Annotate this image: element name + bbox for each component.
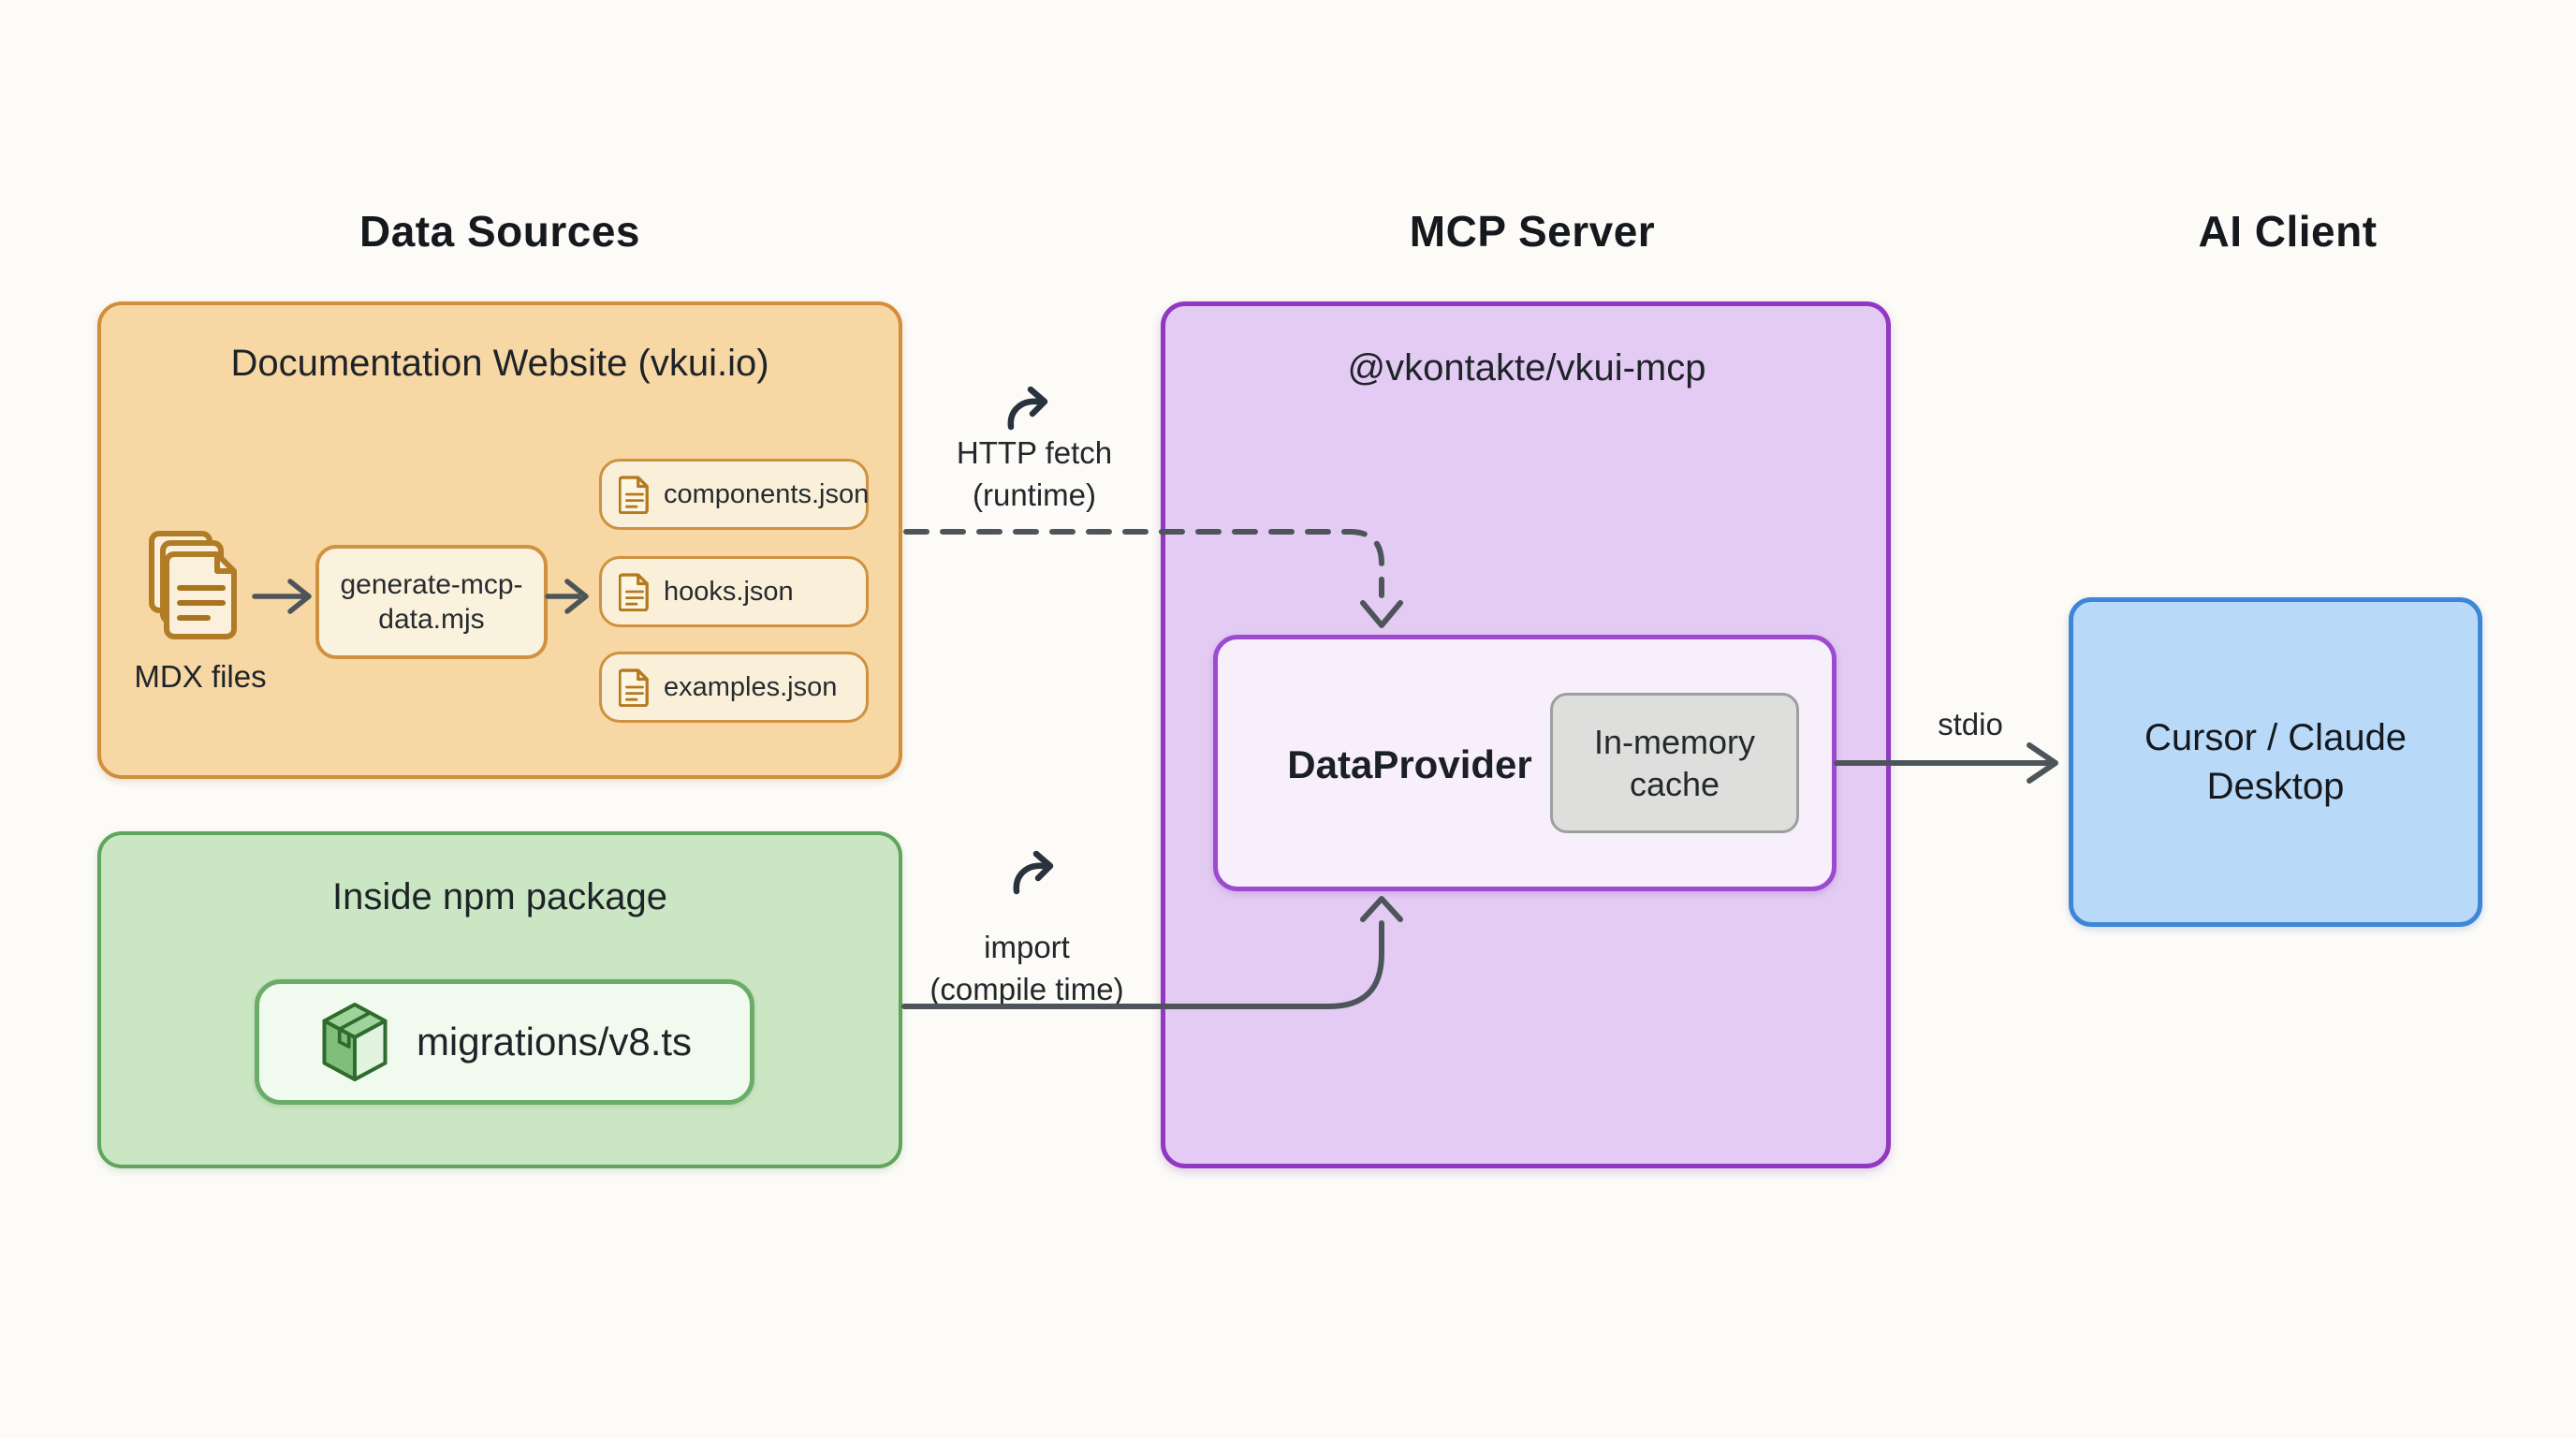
migrations-label: migrations/v8.ts — [416, 1020, 693, 1064]
http-fetch-label: HTTP fetch (runtime) — [956, 435, 1113, 512]
node-npm-package: Inside npm package migrations/v8.ts — [97, 831, 902, 1168]
node-ai-client-app: Cursor / Claude Desktop — [2069, 597, 2482, 927]
examples-json-chip: examples.json — [599, 652, 869, 723]
generate-mcp-data-label: generate-mcp-data.mjs — [340, 568, 523, 636]
stdio-label: stdio — [1938, 707, 2003, 741]
curved-arrow-icon — [1009, 850, 1063, 900]
data-provider-label: DataProvider — [1287, 742, 1532, 786]
migrations-chip: migrations/v8.ts — [255, 979, 754, 1105]
stacked-documents-icon — [146, 530, 251, 655]
npm-package-title: Inside npm package — [331, 876, 667, 917]
import-label: import (compile time) — [929, 930, 1124, 1006]
mcp-server-title: @vkontakte/vkui-mcp — [1347, 347, 1706, 389]
examples-json-label: examples.json — [664, 671, 838, 702]
node-mcp-server: @vkontakte/vkui-mcp DataProvider In-memo… — [1161, 301, 1891, 1168]
hooks-json-label: hooks.json — [664, 576, 794, 607]
documentation-website-title: Documentation Website (vkui.io) — [230, 343, 769, 384]
hooks-json-chip: hooks.json — [599, 556, 869, 627]
package-cube-icon — [317, 999, 392, 1085]
header-data-sources: Data Sources — [359, 207, 640, 256]
header-mcp-server: MCP Server — [1409, 207, 1656, 256]
ai-client-label: Cursor / Claude Desktop — [2144, 717, 2408, 807]
document-icon — [619, 572, 651, 611]
mdx-files-label: MDX files — [134, 659, 267, 694]
document-icon — [619, 668, 651, 707]
header-ai-client: AI Client — [2198, 207, 2378, 256]
curved-arrow-icon — [1003, 386, 1058, 435]
node-documentation-website: Documentation Website (vkui.io) MDX file… — [97, 301, 902, 779]
generate-mcp-data-node: generate-mcp-data.mjs — [315, 545, 548, 659]
components-json-label: components.json — [664, 478, 870, 509]
document-icon — [619, 475, 651, 514]
in-memory-cache-node: In-memory cache — [1550, 693, 1799, 833]
components-json-chip: components.json — [599, 459, 869, 530]
in-memory-cache-label: In-memory cache — [1593, 723, 1756, 803]
data-provider-node: DataProvider In-memory cache — [1213, 635, 1837, 891]
